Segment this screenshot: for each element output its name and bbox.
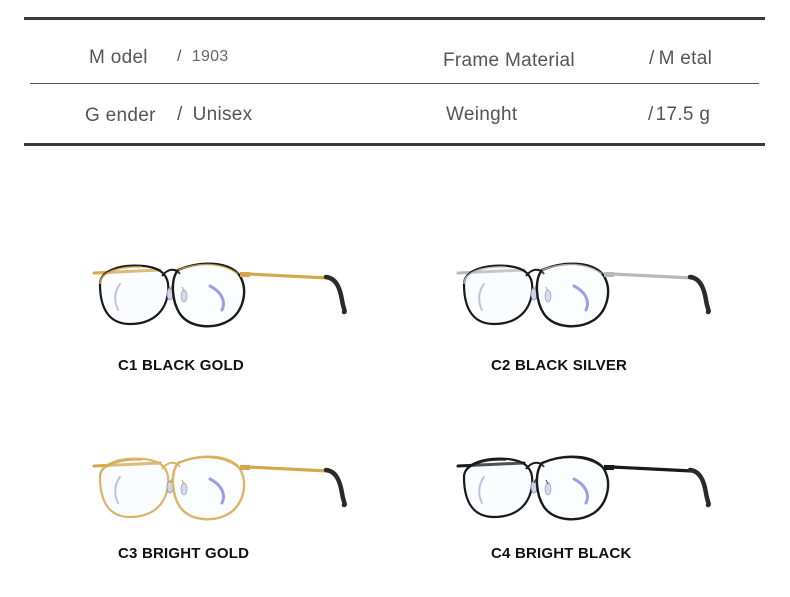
product-c4-caption: C4 BRIGHT BLACK [491, 545, 632, 562]
eyeglasses-icon [456, 455, 711, 521]
weight-label: Weinght [446, 104, 518, 125]
product-c2-caption: C2 BLACK SILVER [491, 357, 628, 374]
product-c1-image [92, 240, 352, 330]
eyeglasses-icon [456, 262, 711, 328]
spec-table-top-rule [24, 17, 765, 20]
eyeglasses-icon [92, 262, 347, 328]
product-c2-image [456, 240, 716, 330]
eyeglasses-icon [92, 455, 347, 521]
spec-table-bottom-rule [24, 143, 765, 146]
weight-value: 17.5 g [655, 104, 711, 125]
product-c4-image [456, 433, 716, 523]
model-value: 1903 [191, 48, 229, 65]
model-label: M odel [89, 47, 148, 68]
product-c3-caption: C3 BRIGHT GOLD [118, 545, 250, 562]
separator: / [177, 48, 182, 65]
material-value: M etal [658, 48, 713, 69]
gender-value: Unisex [192, 104, 253, 125]
spec-table-divider [30, 83, 759, 84]
product-c3-image [92, 433, 352, 523]
model-value-cell: / 1903 [177, 48, 229, 66]
material-value-cell: /M etal [649, 48, 712, 70]
gender-label: G ender [85, 105, 156, 126]
gender-value-cell: / Unisex [177, 104, 252, 126]
product-c1-caption: C1 BLACK GOLD [118, 357, 244, 374]
material-label: Frame Material [443, 50, 575, 71]
weight-value-cell: /17.5 g [648, 104, 710, 126]
separator: / [648, 104, 654, 125]
separator: / [177, 104, 183, 125]
separator: / [649, 48, 655, 69]
